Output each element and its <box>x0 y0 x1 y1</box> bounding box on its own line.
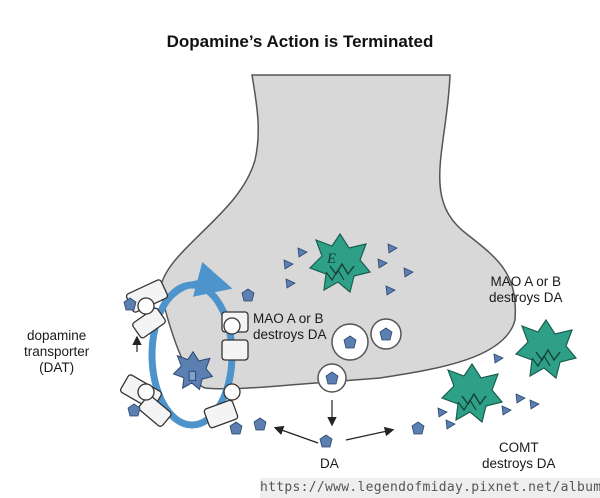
enzyme-letter: E <box>326 251 336 267</box>
dopamine-transporter <box>119 261 249 429</box>
dopamine-molecule <box>319 434 333 448</box>
dopamine-molecule <box>411 421 425 435</box>
dopamine-molecule <box>127 403 141 417</box>
presynaptic-terminal <box>159 74 517 390</box>
to-transporter-arrow <box>273 425 319 444</box>
mao-inside-label: MAO A or B destroys DA <box>253 311 327 342</box>
vesicle <box>370 318 402 350</box>
mao-outside-label: MAO A or B destroys DA <box>489 274 563 305</box>
to-comt-arrow <box>345 426 395 441</box>
mao-enzyme-outside <box>515 319 577 379</box>
watermark-url: https://www.legendofmiday.pixnet.net/alb… <box>260 478 600 498</box>
diagram-title: Dopamine’s Action is Terminated <box>166 32 434 51</box>
dopamine-molecule <box>253 417 267 431</box>
dat-label: dopamine transporter (DAT) <box>24 328 90 375</box>
comt-label: COMT destroys DA <box>482 440 556 471</box>
dopamine-molecule <box>229 421 243 435</box>
comt-enzyme <box>441 363 503 423</box>
vesicle-releasing <box>317 363 347 393</box>
vesicle <box>331 323 369 361</box>
da-label: DA <box>320 456 339 471</box>
